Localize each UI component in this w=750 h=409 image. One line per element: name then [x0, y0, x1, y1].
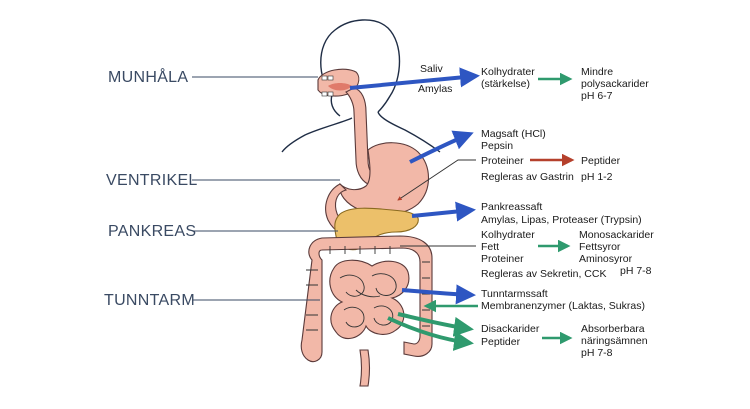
body-outline: [281, 19, 441, 153]
mouth-product-line1: Mindre: [581, 66, 613, 78]
large-intestine: [300, 235, 433, 363]
intestine-process: Tunntarmssaft Membranenzymer (Laktas, Su…: [387, 284, 648, 359]
mouth-cavity: [317, 68, 360, 97]
intestine-blue-arrow: [401, 284, 476, 305]
intestine-substrate-2: Peptider: [481, 336, 521, 348]
pancreas-process: Pankreassaft Amylas, Lipas, Proteaser (T…: [400, 201, 654, 280]
intestine-juice-text: Tunntarmssaft: [481, 288, 548, 300]
pancreas-ph: pH 7-8: [620, 265, 652, 277]
stomach-pointer-line: [397, 159, 476, 201]
stomach-enzyme-text: Pepsin: [481, 140, 513, 152]
pancreas-substrate-1: Kolhydrater: [481, 229, 535, 241]
mouth-blue-arrow: [349, 67, 480, 90]
mouth-enzyme-text: Amylas: [418, 83, 452, 95]
stomach-juice-text: Magsaft (HCl): [481, 128, 546, 140]
stomach: [339, 142, 430, 216]
label-small-intestine: TUNNTARM: [104, 292, 195, 309]
pancreas-enzymes-text: Amylas, Lipas, Proteaser (Trypsin): [481, 214, 642, 226]
mouth-process: Saliv Amylas Kolhydrater (stärkelse) Min…: [349, 63, 649, 102]
stomach-blue-arrow: [409, 130, 474, 164]
stomach-process: Magsaft (HCl) Pepsin Proteiner Peptider …: [397, 128, 621, 201]
pancreas-substrate-2: Fett: [481, 241, 499, 253]
label-mouth: MUNHÅLA: [108, 67, 188, 86]
intestine-product-1: Absorberbara: [581, 323, 645, 335]
mouth-product-line2: polysackarider: [581, 78, 649, 90]
pancreas-regulation-text: Regleras av Sekretin, CCK: [481, 268, 606, 280]
intestine-ph: pH 7-8: [581, 347, 613, 359]
intestine-green-arrow-2: [387, 316, 474, 351]
pancreas-blue-arrow: [411, 201, 476, 222]
stomach-regulation-text: Regleras av Gastrin: [481, 171, 574, 183]
mouth-substrate-line1: Kolhydrater: [481, 66, 535, 78]
stomach-substrate-text: Proteiner: [481, 155, 524, 167]
pancreas-product-2: Fettsyror: [579, 241, 621, 253]
intestine-product-2: näringsämnen: [581, 335, 648, 347]
pancreas-product-1: Monosackarider: [579, 229, 654, 241]
rectum: [359, 349, 371, 387]
small-intestine: [329, 259, 410, 340]
pancreas-juice-text: Pankreassaft: [481, 201, 542, 213]
stomach-product-text: Peptider: [581, 155, 621, 167]
pancreas-substrate-3: Proteiner: [481, 253, 524, 265]
pancreas-product-3: Aminosyror: [579, 253, 633, 265]
organ-labels: MUNHÅLA VENTRIKEL PANKREAS TUNNTARM: [104, 67, 340, 309]
stomach-ph: pH 1-2: [581, 171, 613, 183]
intestine-enzymes-text: Membranenzymer (Laktas, Sukras): [481, 300, 645, 312]
intestine-substrate-1: Disackarider: [481, 323, 540, 335]
mouth-substrate-line2: (stärkelse): [481, 78, 530, 90]
label-pancreas: PANKREAS: [108, 223, 196, 240]
label-stomach: VENTRIKEL: [106, 172, 198, 189]
mouth-saliva-text: Saliv: [420, 63, 444, 75]
intestine-green-arrow-1: [397, 312, 474, 337]
mouth-ph: pH 6-7: [581, 90, 613, 102]
